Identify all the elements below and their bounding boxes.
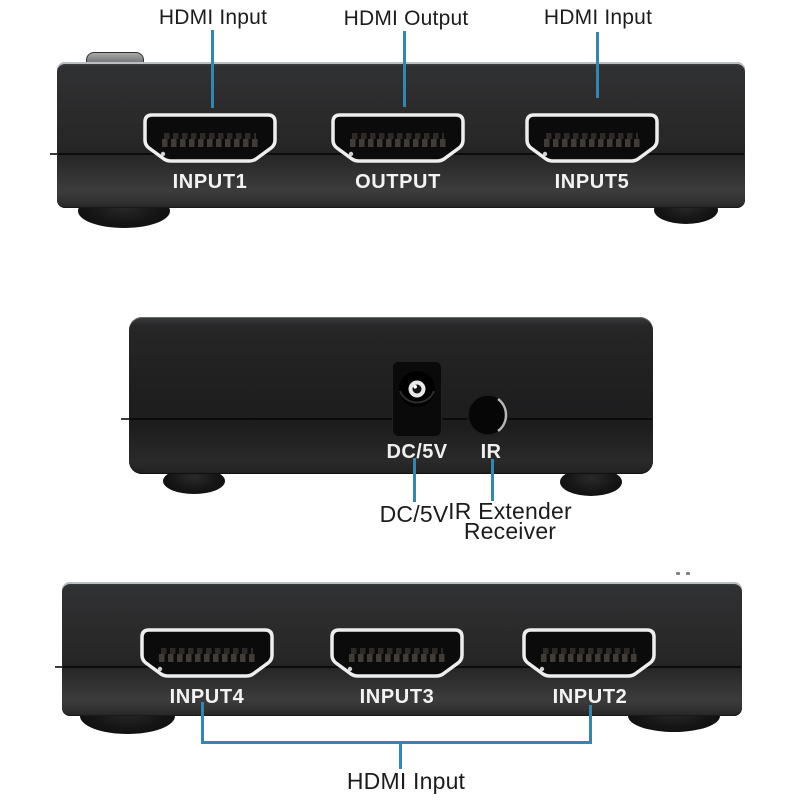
leader-line-ir — [491, 459, 494, 501]
jack-label-ir: IR — [480, 441, 502, 463]
bracket-line-horizontal — [201, 741, 592, 744]
edge-detail-dot — [676, 572, 680, 575]
bracket-line-center-drop — [399, 741, 402, 769]
leader-line-input1 — [211, 30, 214, 108]
port-label-input5: INPUT5 — [554, 171, 630, 193]
annotation-hdmi-input-bottom: HDMI Input — [346, 768, 466, 794]
case-seam — [130, 418, 652, 420]
dc-power-jack — [392, 361, 442, 437]
hdmi-port-input2 — [522, 628, 656, 678]
port-label-output: OUTPUT — [355, 171, 441, 193]
hdmi-port-input4 — [140, 628, 274, 678]
annotation-dc5v: DC/5V — [379, 501, 449, 527]
annotation-hdmi-input-right: HDMI Input — [543, 6, 653, 29]
leader-line-input5 — [596, 32, 599, 98]
ir-receiver-window — [467, 394, 509, 436]
case-seam-edge — [121, 418, 131, 420]
case-seam-edge — [55, 666, 65, 668]
edge-detail-dot — [686, 572, 690, 575]
leader-line-output — [403, 31, 406, 107]
port-label-input3: INPUT3 — [359, 686, 435, 708]
bracket-line-input2 — [589, 705, 592, 744]
port-label-input4: INPUT4 — [169, 686, 245, 708]
annotation-hdmi-input-left: HDMI Input — [158, 6, 268, 29]
bracket-line-input4 — [201, 702, 204, 744]
leader-line-dc5v — [413, 458, 416, 502]
jack-label-dc5v: DC/5V — [386, 441, 448, 463]
case-seam-edge — [50, 153, 60, 155]
hdmi-port-output — [331, 113, 465, 163]
port-label-input1: INPUT1 — [172, 171, 248, 193]
hdmi-port-input5 — [525, 113, 659, 163]
hdmi-port-input1 — [143, 113, 277, 163]
annotation-ir-extender-receiver: IR Extender Receiver — [448, 498, 572, 544]
port-label-input2: INPUT2 — [552, 686, 628, 708]
device-back-panel — [129, 317, 653, 474]
hdmi-port-input3 — [330, 628, 464, 678]
annotation-hdmi-output: HDMI Output — [343, 7, 469, 30]
